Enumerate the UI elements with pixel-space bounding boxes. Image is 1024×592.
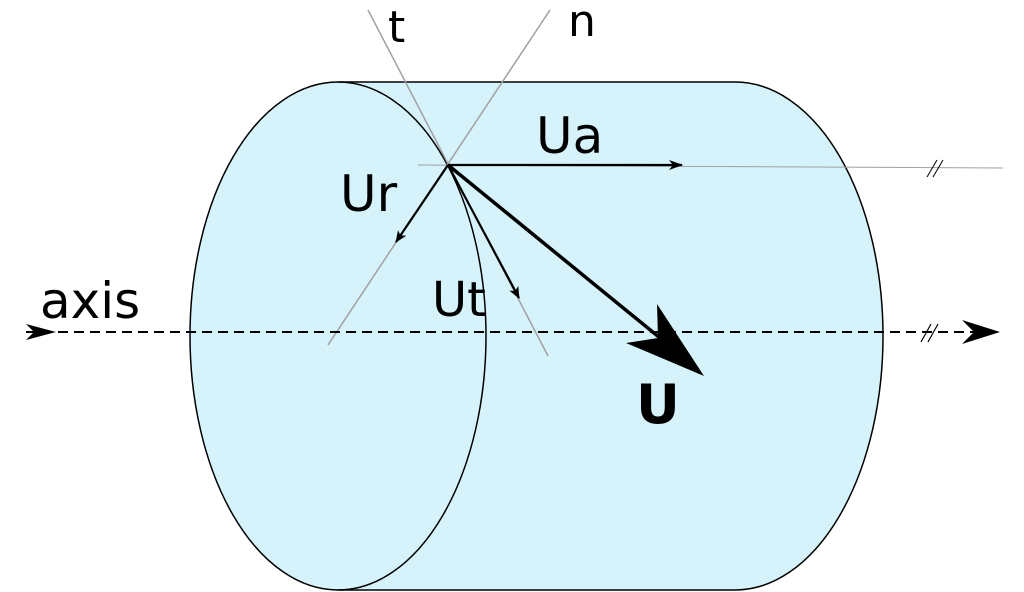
label-ur: Ur: [340, 165, 398, 223]
label-n: n: [568, 0, 596, 47]
ut-vector: [447, 164, 520, 299]
axis-start-arrow: [26, 324, 56, 340]
label-u: U: [636, 373, 680, 436]
label-axis: axis: [40, 272, 140, 330]
ur-vector: [395, 164, 449, 243]
label-t: t: [388, 2, 405, 53]
label-ua: Ua: [536, 107, 603, 165]
guide-break-mark: [926, 159, 944, 178]
axis-break-mark: [920, 323, 939, 343]
cylinder-body: [189, 81, 884, 591]
axis-end-arrow: [962, 320, 1000, 344]
label-ut: Ut: [432, 272, 486, 328]
front-face-rim: [337, 81, 487, 591]
u-vector-head: [626, 304, 704, 376]
u-vector-shaft: [446, 163, 667, 344]
